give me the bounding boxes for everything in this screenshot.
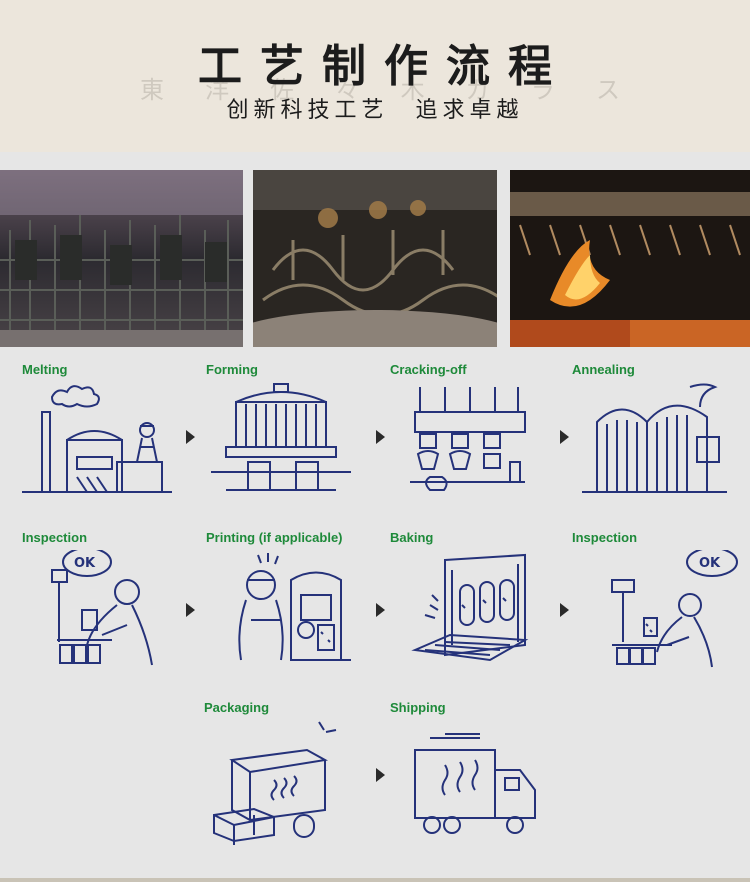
step-label: Annealing [572,362,635,377]
factory-photo-machines [0,170,243,347]
arrow-icon [560,603,569,617]
watermark-char: 東 [140,76,164,104]
step-label: Inspection [22,530,88,545]
watermark: 東 洋 佐 々 木 ガ ラ ス [140,70,620,105]
step-label: Packaging [204,700,270,715]
step-label: Shipping [390,700,446,715]
ok-badge: OK [74,556,96,571]
annealing-oven-icon [572,382,727,497]
watermark-char: 木 [400,76,425,104]
step-label: Melting [22,362,68,377]
watermark-char: 佐 [270,76,295,104]
step-label: Inspection [572,530,638,545]
inspection-icon: OK [572,550,742,670]
arrow-icon [376,768,385,782]
watermark-char: ラ [530,76,555,104]
factory-photo-flame [510,170,750,347]
inspection-icon: OK [22,550,172,670]
truck-icon [390,720,540,840]
printing-icon [206,550,356,670]
baking-oven-icon [390,550,540,670]
arrow-icon [560,430,569,444]
step-label: Printing (if applicable) [206,530,343,545]
step-label: Forming [206,362,258,377]
forming-machine-icon [206,382,356,497]
step-label: Cracking-off [390,362,467,377]
cracking-off-icon [390,382,540,497]
arrow-icon [376,430,385,444]
watermark-char: 洋 [205,76,230,104]
step-label: Baking [390,530,434,545]
arrow-icon [376,603,385,617]
arrow-icon [186,603,195,617]
page-title: 工艺制作流程 [198,41,570,92]
divider [0,878,750,882]
factory-photos [0,170,750,347]
furnace-icon [22,382,172,497]
packaging-icon [204,720,354,845]
watermark-char: ガ [465,76,490,104]
arrow-icon [186,430,195,444]
header: 東 洋 佐 々 木 ガ ラ ス 工艺制作流程 创新科技工艺 追求卓越 [0,0,750,152]
factory-photo-forming [253,170,497,347]
ok-badge: OK [699,556,721,571]
watermark-char: 々 [335,76,360,104]
page-subtitle: 创新科技工艺 追求卓越 [226,98,524,123]
watermark-char: ス [595,76,620,104]
